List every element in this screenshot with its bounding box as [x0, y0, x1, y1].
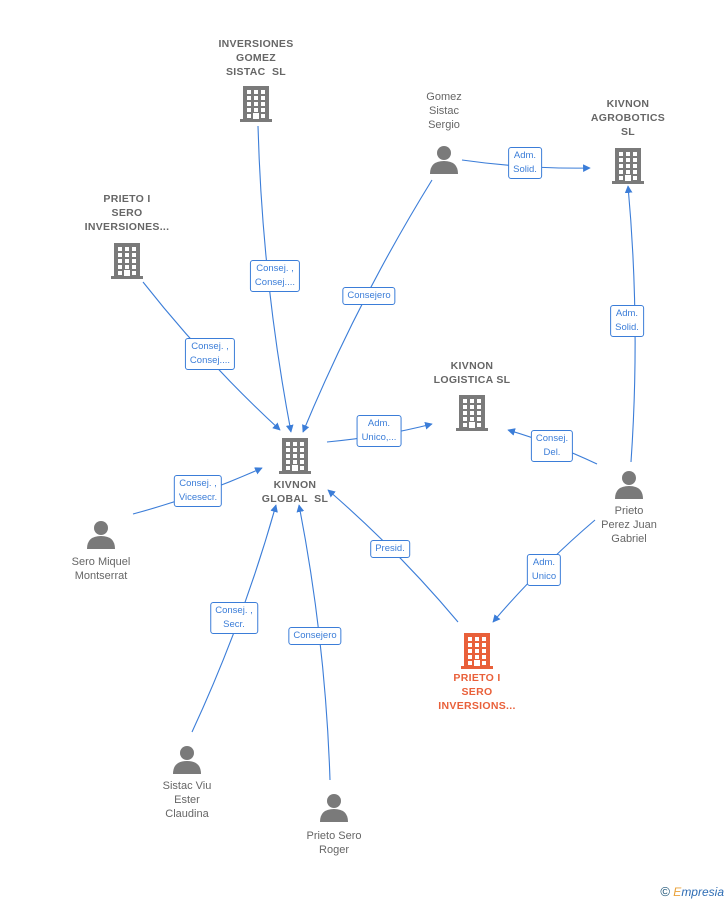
edge-label-prieto_juan-to-kivnon_agro[interactable]: Adm. Solid. — [610, 305, 644, 337]
brand-logo: Empresia — [673, 885, 724, 899]
node-label-gomez_sergio[interactable]: Gomez Sistac Sergio — [426, 91, 462, 131]
person-icon-gomez_sergio[interactable] — [430, 146, 458, 174]
edge-gomez_sergio-to-kivnon_global — [302, 179, 433, 433]
person-icon-sero_miquel[interactable] — [87, 521, 115, 549]
node-label-prieto_juan[interactable]: Prieto Perez Juan Gabriel — [601, 505, 657, 545]
person-icon-prieto_roger[interactable] — [320, 794, 348, 822]
node-label-kivnon_log[interactable]: KIVNON LOGISTICA SL — [433, 360, 511, 386]
edge-label-kivnon_global-to-kivnon_log[interactable]: Adm. Unico,... — [356, 415, 402, 447]
building-icon-kivnon_global[interactable] — [279, 438, 311, 474]
edge-label-prieto_juan-to-kivnon_log[interactable]: Consej. Del. — [530, 430, 574, 462]
node-label-kivnon_global[interactable]: KIVNON GLOBAL SL — [261, 479, 329, 505]
building-icon-prieto_sero_inv_main[interactable] — [461, 633, 493, 669]
person-icon-sistac_ester[interactable] — [173, 746, 201, 774]
edge-label-sero_miquel-to-kivnon_global[interactable]: Consej. , Vicesecr. — [173, 475, 223, 507]
building-icon-prieto_sero_inv_top[interactable] — [111, 243, 143, 279]
node-label-sistac_ester[interactable]: Sistac Viu Ester Claudina — [162, 780, 212, 820]
node-label-prieto_sero_inv_top[interactable]: PRIETO I SERO INVERSIONES... — [84, 193, 170, 233]
node-label-prieto_sero_inv_main[interactable]: PRIETO I SERO INVERSIONS... — [438, 672, 516, 712]
edge-label-inv_gomez-to-kivnon_global[interactable]: Consej. , Consej.... — [249, 260, 301, 292]
edge-label-gomez_sergio-to-kivnon_agro[interactable]: Adm. Solid. — [508, 147, 542, 179]
edge-label-sistac_ester-to-kivnon_global[interactable]: Consej. , Secr. — [210, 602, 258, 634]
node-label-inv_gomez[interactable]: INVERSIONES GOMEZ SISTAC SL — [218, 38, 294, 78]
copyright-icon: © — [660, 884, 670, 899]
building-icon-kivnon_agro[interactable] — [612, 148, 644, 184]
edge-label-gomez_sergio-to-kivnon_global[interactable]: Consejero — [342, 287, 396, 305]
edge-label-prieto_juan-to-prieto_sero_inv_main[interactable]: Adm. Unico — [526, 554, 562, 586]
edge-label-prieto_sero_inv_top-to-kivnon_global[interactable]: Consej. , Consej.... — [184, 338, 236, 370]
edge-label-prieto_roger-to-kivnon_global[interactable]: Consejero — [288, 627, 342, 645]
node-label-sero_miquel[interactable]: Sero Miquel Montserrat — [71, 556, 131, 582]
node-label-kivnon_agro[interactable]: KIVNON AGROBOTICS SL — [590, 98, 666, 138]
building-icon-kivnon_log[interactable] — [456, 395, 488, 431]
nodes-layer — [87, 86, 644, 822]
building-icon-inv_gomez[interactable] — [240, 86, 272, 122]
person-icon-prieto_juan[interactable] — [615, 471, 643, 499]
node-label-prieto_roger[interactable]: Prieto Sero Roger — [306, 830, 362, 856]
edge-label-prieto_sero_inv_main-to-kivnon_global[interactable]: Presid. — [370, 540, 410, 558]
footer-brand: © Empresia — [660, 884, 724, 899]
